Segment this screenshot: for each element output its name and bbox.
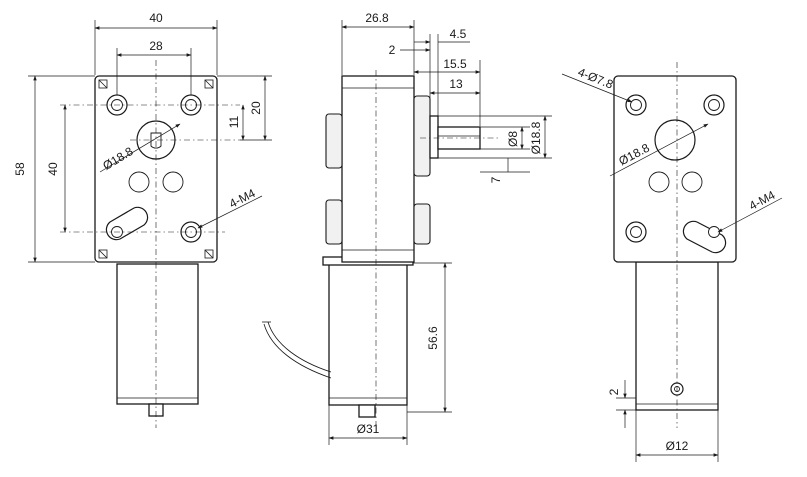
dim-label-hub-dia: Ø18.8 (529, 121, 543, 154)
front-corner-screws (98, 79, 214, 259)
dim-label-31: Ø31 (357, 422, 380, 436)
front-motor-can (116, 263, 199, 405)
rear-boss-left (648, 171, 670, 193)
leader-bore (99, 123, 181, 173)
dim-label-40-vertical: 40 (46, 162, 60, 176)
leader-rear-bore (609, 123, 709, 177)
side-tab-left-upper (325, 113, 343, 169)
label-m4: 4-M4 (227, 186, 258, 211)
dim-label-tail: 2 (607, 388, 621, 395)
side-tab-left-lower (325, 199, 343, 245)
dim-label-4-5: 4.5 (450, 27, 467, 41)
side-tab-right-lower (413, 203, 431, 245)
leader-hole-dia (561, 73, 633, 103)
dim-label-56-6: 56.6 (426, 326, 440, 350)
rear-boss-right (681, 171, 703, 193)
side-shaft (437, 126, 481, 150)
dim-label-13: 13 (449, 77, 463, 91)
dim-label-shaft-dia: Ø8 (506, 131, 520, 147)
rear-bore (654, 119, 696, 161)
label-rear-m4: 4-M4 (747, 188, 778, 213)
side-gearbox-body (341, 75, 415, 263)
rear-view: 4-Ø7.8 Ø18.8 4-M4 2 Ø12 (561, 62, 783, 462)
rear-gearbox-plate (613, 75, 737, 263)
dim-label-7: 7 (489, 176, 503, 183)
side-motor-tail (358, 404, 376, 418)
side-view: 26.8 4.5 2 15.5 13 Ø8 Ø18.8 7 5 (262, 11, 552, 445)
dim-label-12: Ø12 (666, 439, 689, 453)
wire-2 (263, 323, 332, 379)
side-tab-right-upper (413, 95, 431, 177)
front-view: 40 28 58 40 20 11 Ø18.8 4-M4 (13, 11, 272, 428)
dim-label-11: 11 (227, 115, 241, 128)
dim-label-28: 28 (149, 39, 163, 53)
dim-label-40: 40 (149, 11, 163, 25)
wire-1 (267, 321, 332, 373)
dim-label-15-5: 15.5 (443, 57, 467, 71)
dim-label-58: 58 (13, 162, 27, 176)
dim-label-20: 20 (249, 101, 263, 115)
front-boss-right (162, 171, 184, 193)
rear-mount-holes (625, 94, 727, 254)
leader-m4 (197, 195, 263, 229)
side-hub (429, 115, 439, 159)
leader-rear-m4 (717, 197, 783, 233)
front-boss-left (128, 171, 150, 193)
dim-label-26-8: 26.8 (365, 11, 389, 25)
dim-label-2: 2 (389, 43, 396, 57)
side-motor-can (328, 262, 408, 406)
